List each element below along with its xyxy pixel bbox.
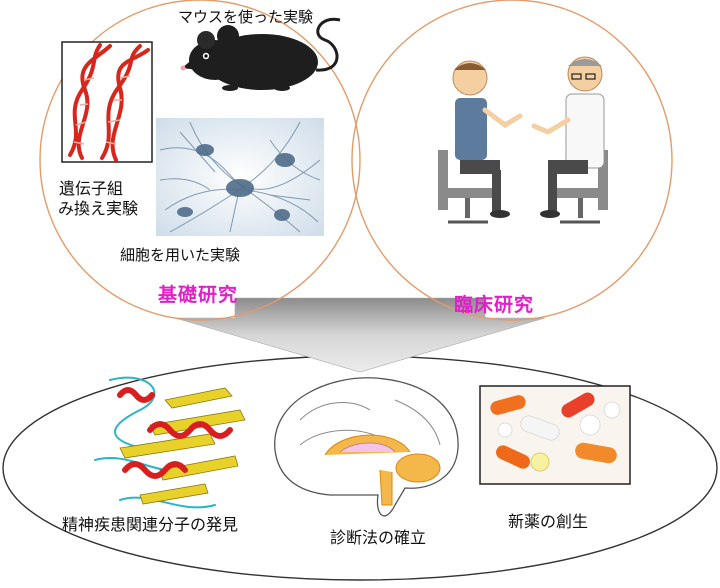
brain-image [274, 377, 459, 517]
gene-discovery-label: 精神疾患関連分子の発見 [62, 515, 239, 534]
basic-research-circle [39, 0, 361, 321]
cell-experiment-label: 細胞を用いた実験 [120, 246, 241, 264]
pills-image [479, 385, 631, 485]
new-drug-label: 新薬の創生 [508, 512, 589, 531]
clinical-research-circle [351, 0, 673, 321]
gene-experiment-label-line1: 遺伝子組 [59, 179, 124, 198]
protein-structure-image [94, 376, 246, 509]
patient-doctor-illustration [438, 56, 608, 224]
basic-research-title: 基礎研究 [158, 284, 239, 306]
mouse-experiment-label: マウスを使った実験 [178, 8, 314, 26]
diagnosis-label: 診断法の確立 [330, 528, 427, 547]
neuron-image [156, 118, 324, 236]
dna-image [61, 41, 153, 163]
gene-experiment-label-line2: み換え実験 [58, 199, 139, 218]
mouse-icon [180, 17, 341, 91]
clinical-research-title: 臨床研究 [454, 294, 535, 316]
